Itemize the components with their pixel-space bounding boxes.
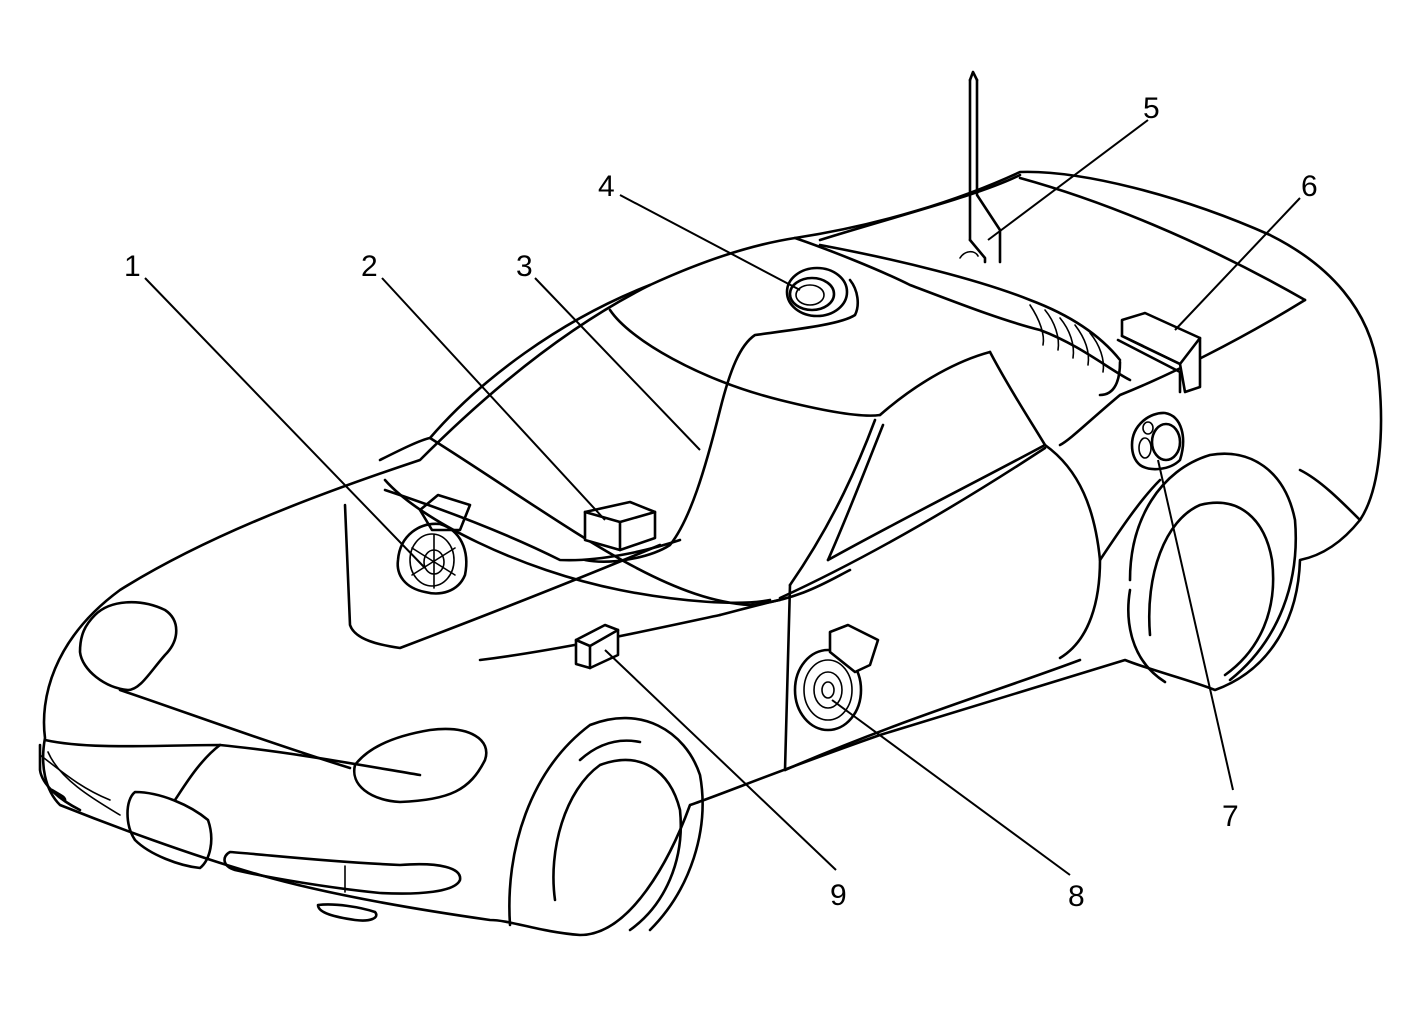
leader-line-1 xyxy=(144,277,426,569)
callout-5: 5 xyxy=(1143,92,1160,125)
callout-4: 4 xyxy=(598,170,615,203)
amplifier-module xyxy=(583,500,657,552)
center-speaker xyxy=(785,266,849,318)
rear-speaker xyxy=(1130,411,1185,471)
leader-line-2 xyxy=(381,277,606,521)
leader-line-7 xyxy=(1157,459,1234,791)
callout-6: 6 xyxy=(1301,170,1318,203)
leader-line-9 xyxy=(604,649,837,871)
leader-line-5 xyxy=(987,119,1149,241)
door-speaker xyxy=(793,623,880,732)
power-antenna xyxy=(959,70,1002,264)
callout-3: 3 xyxy=(516,250,533,283)
leader-line-4 xyxy=(619,194,801,291)
front-speaker xyxy=(396,493,472,595)
body-control-module xyxy=(574,623,620,670)
leader-line-8 xyxy=(831,699,1071,876)
leader-line-6 xyxy=(1174,197,1301,331)
callout-7: 7 xyxy=(1222,800,1239,833)
callout-labels: 1 2 3 4 5 6 7 8 9 xyxy=(124,92,1318,913)
leader-line-3 xyxy=(534,277,701,451)
callout-2: 2 xyxy=(361,250,378,283)
wiring-harness xyxy=(343,278,860,650)
callout-9: 9 xyxy=(830,879,847,912)
leader-lines xyxy=(144,119,1301,876)
callout-8: 8 xyxy=(1068,880,1085,913)
callout-1: 1 xyxy=(124,250,141,283)
rear-control-module xyxy=(1116,311,1202,394)
car-body xyxy=(38,170,1383,937)
